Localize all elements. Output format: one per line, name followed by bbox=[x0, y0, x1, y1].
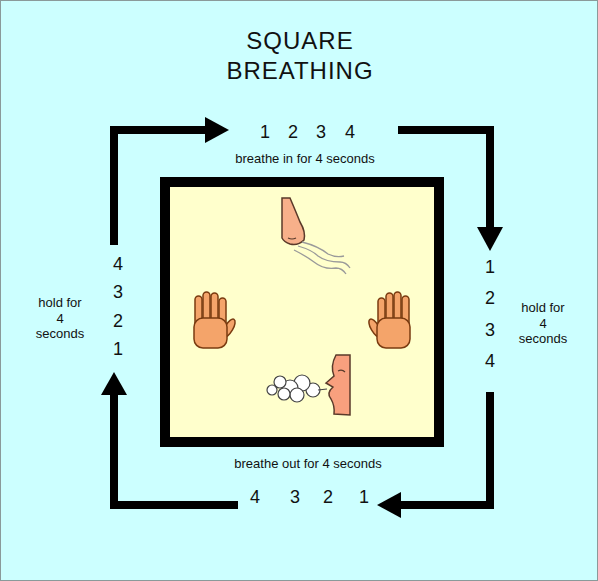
hand-icon bbox=[367, 292, 410, 348]
step-instruction: hold for 4 seconds bbox=[34, 295, 86, 342]
nose-icon bbox=[282, 198, 350, 274]
arrow-line bbox=[114, 394, 238, 505]
step-instruction: breathe in for 4 seconds bbox=[235, 151, 374, 167]
count-number: 4 bbox=[345, 122, 355, 144]
count-number: 2 bbox=[323, 487, 333, 509]
diagram-title: SQUARE BREATHING bbox=[215, 26, 385, 86]
hand-icon bbox=[194, 292, 237, 348]
step-instruction: breathe out for 4 seconds bbox=[234, 456, 381, 472]
step-instruction: hold for 4 seconds bbox=[517, 300, 569, 347]
arrow-heads bbox=[101, 117, 503, 518]
arrow-head bbox=[101, 372, 127, 395]
count-number: 4 bbox=[113, 254, 123, 276]
count-number: 3 bbox=[290, 487, 300, 509]
arrow-head bbox=[377, 492, 401, 518]
breathing-square bbox=[165, 182, 439, 442]
arrow-line bbox=[114, 130, 206, 245]
count-number: 4 bbox=[485, 351, 495, 373]
count-number: 3 bbox=[316, 122, 326, 144]
arrow-head bbox=[205, 117, 229, 143]
exhale-face-icon bbox=[267, 355, 350, 415]
arrow-line bbox=[398, 130, 490, 228]
count-number: 2 bbox=[113, 311, 123, 333]
count-number: 1 bbox=[113, 339, 123, 361]
count-number: 2 bbox=[485, 288, 495, 310]
count-number: 1 bbox=[485, 257, 495, 279]
cycle-arrows bbox=[114, 130, 490, 505]
count-number: 2 bbox=[288, 122, 298, 144]
arrow-head bbox=[477, 227, 503, 251]
count-number: 4 bbox=[250, 487, 260, 509]
count-number: 1 bbox=[359, 487, 369, 509]
arrow-line bbox=[400, 392, 490, 505]
count-number: 3 bbox=[113, 282, 123, 304]
count-number: 3 bbox=[485, 320, 495, 342]
count-number: 1 bbox=[260, 122, 270, 144]
